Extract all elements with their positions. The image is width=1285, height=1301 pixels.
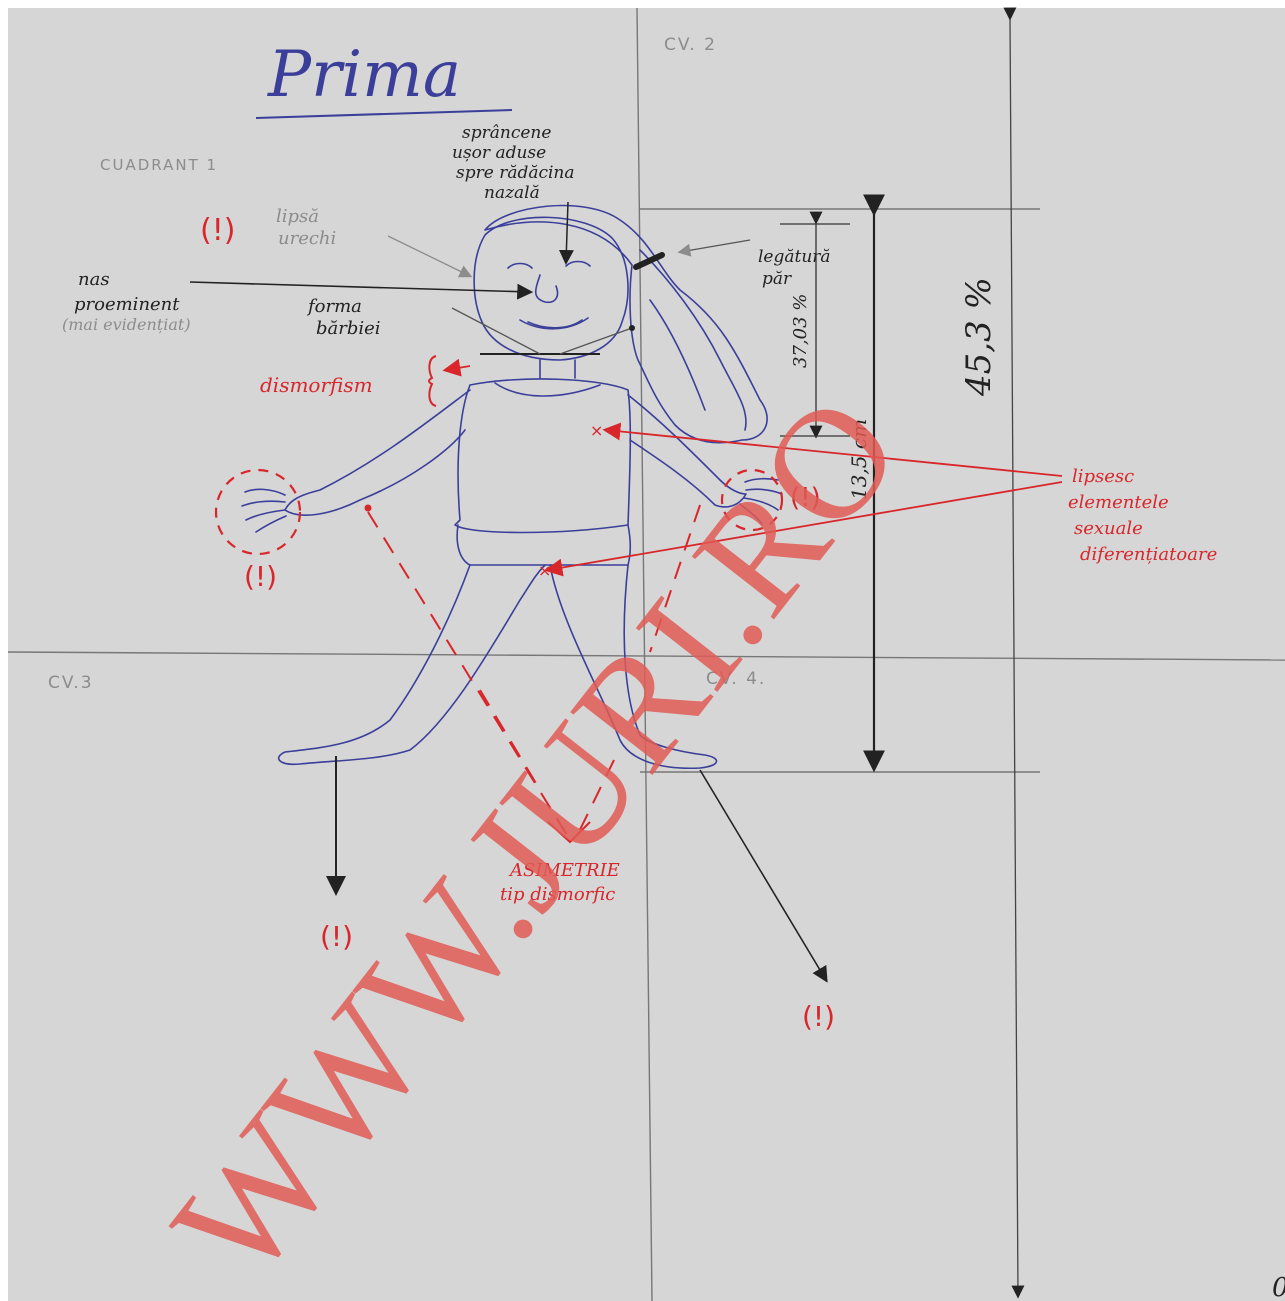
nose-line-1: nas (78, 269, 110, 290)
warning-mark-ears: (!) (200, 213, 235, 248)
svg-text:×: × (538, 561, 551, 580)
drawing-title: Prima (267, 38, 461, 112)
annotation-asymmetry-lines (367, 504, 701, 841)
nose-line-3: (mai evidențiat) (62, 315, 191, 334)
quadrant-3-label: CV.3 (48, 673, 94, 693)
annotation-missing-sex-elements: lipsesc elementele sexuale diferențiatoa… (538, 421, 1217, 580)
eyebrows-line-1: sprâncene (462, 123, 551, 143)
warning-mark-right-foot: (!) (802, 1000, 835, 1033)
page-ratio-label: 45,3 % (959, 277, 999, 397)
annotation-dysmorphism: dismorfism (260, 355, 471, 407)
asymmetry-line-2: tip dismorfic (500, 884, 615, 905)
eyebrows-line-4: nazală (484, 183, 540, 203)
quadrant-1-label: CUADRANT 1 (100, 156, 218, 174)
sex-elements-line-4: diferențiatoare (1080, 544, 1217, 565)
hair-tie-line-2: păr (762, 269, 792, 289)
warning-mark-right-hand: (!) (790, 483, 821, 513)
annotation-chin: forma bărbiei (306, 296, 635, 355)
eyebrows-line-2: ușor aduse (452, 143, 546, 163)
quadrant-2-label: CV. 2 (664, 35, 717, 55)
sex-elements-line-1: lipsesc (1072, 466, 1134, 487)
chin-line-1: forma (306, 296, 362, 317)
missing-ears-line-2: urechi (278, 228, 336, 249)
annotation-left-hand-warning: (!) (214, 468, 302, 593)
annotation-missing-ears: (!) lipsă urechi (200, 206, 473, 278)
warning-mark-left-foot: (!) (320, 920, 353, 953)
annotation-nose: nas proeminent (mai evidențiat) (62, 269, 534, 334)
annotation-right-foot-warning: (!) (699, 769, 835, 1033)
nose-line-2: proeminent (74, 294, 180, 315)
eyebrows-line-3: spre rădăcina (456, 163, 575, 183)
corner-mark: 0 (1272, 1273, 1285, 1301)
measure-head-ratio (780, 211, 850, 439)
annotation-right-hand-warning: (!) (720, 468, 821, 532)
warning-mark-left-hand: (!) (244, 560, 277, 593)
sex-elements-line-2: elementele (1068, 492, 1169, 513)
chin-line-2: bărbiei (316, 318, 381, 339)
hair-tie-mark (633, 252, 665, 270)
quadrant-grid (7, 7, 1285, 1301)
asymmetry-line-1: ASIMETRIE (508, 860, 620, 881)
measure-page-ratio (1003, 7, 1025, 1299)
quadrant-4-label: CV. 4. (706, 669, 766, 689)
hair-tie-line-1: legătură (758, 247, 831, 267)
figure-height-label: 13,5 cm (847, 419, 871, 500)
annotation-eyebrows: sprâncene ușor aduse spre rădăcina nazal… (452, 123, 575, 265)
human-figure-drawing (241, 204, 783, 770)
dysmorphism-label: dismorfism (260, 373, 373, 397)
svg-text:×: × (590, 421, 603, 440)
title-underline (255, 109, 513, 119)
annotation-left-foot-warning: (!) (320, 756, 353, 953)
sex-elements-line-3: sexuale (1074, 518, 1143, 539)
head-ratio-label: 37,03 % (790, 294, 811, 368)
paper-background (8, 8, 1285, 1301)
missing-ears-line-1: lipsă (276, 206, 319, 227)
